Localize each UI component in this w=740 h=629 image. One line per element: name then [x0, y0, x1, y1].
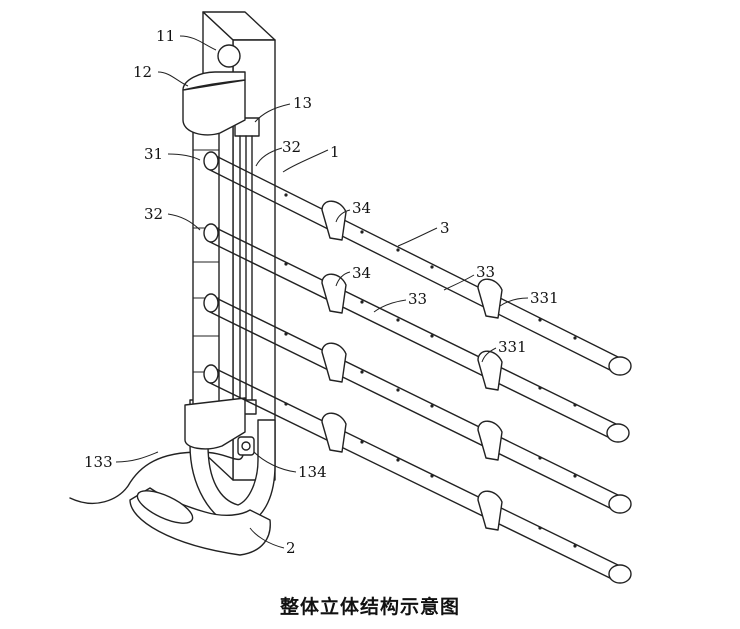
- reference-labels: 11 12 13 31 32 1 32 34 3 33 34 331 33 33…: [84, 27, 559, 557]
- label-32-lower: 32: [144, 205, 163, 223]
- curved-base-pipe: [129, 399, 276, 556]
- spray-arm-2: [203, 223, 630, 443]
- label-134: 134: [298, 463, 327, 481]
- label-11: 11: [156, 27, 175, 45]
- leader-lines: [115, 35, 529, 549]
- spray-arm-1: [203, 151, 632, 376]
- label-2: 2: [286, 539, 296, 557]
- label-33-left: 33: [408, 290, 427, 308]
- label-33-right: 33: [476, 263, 495, 281]
- label-34-lower: 34: [352, 264, 371, 282]
- hose: [69, 449, 245, 505]
- label-13: 13: [293, 94, 312, 112]
- label-331-lower: 331: [498, 338, 527, 356]
- mounting-hole: [217, 44, 241, 68]
- spray-arm-3: [203, 293, 632, 514]
- label-12: 12: [133, 63, 152, 81]
- figure-caption: 整体立体结构示意图: [279, 596, 460, 618]
- spray-arm-4: [203, 364, 632, 584]
- label-32-upper: 32: [282, 138, 301, 156]
- label-133: 133: [84, 453, 113, 471]
- label-3: 3: [440, 219, 450, 237]
- label-31: 31: [144, 145, 163, 163]
- label-34-upper: 34: [352, 199, 371, 217]
- lower-block: [184, 397, 246, 450]
- upper-block: [182, 71, 246, 136]
- label-331-upper: 331: [530, 289, 559, 307]
- label-1: 1: [330, 143, 340, 161]
